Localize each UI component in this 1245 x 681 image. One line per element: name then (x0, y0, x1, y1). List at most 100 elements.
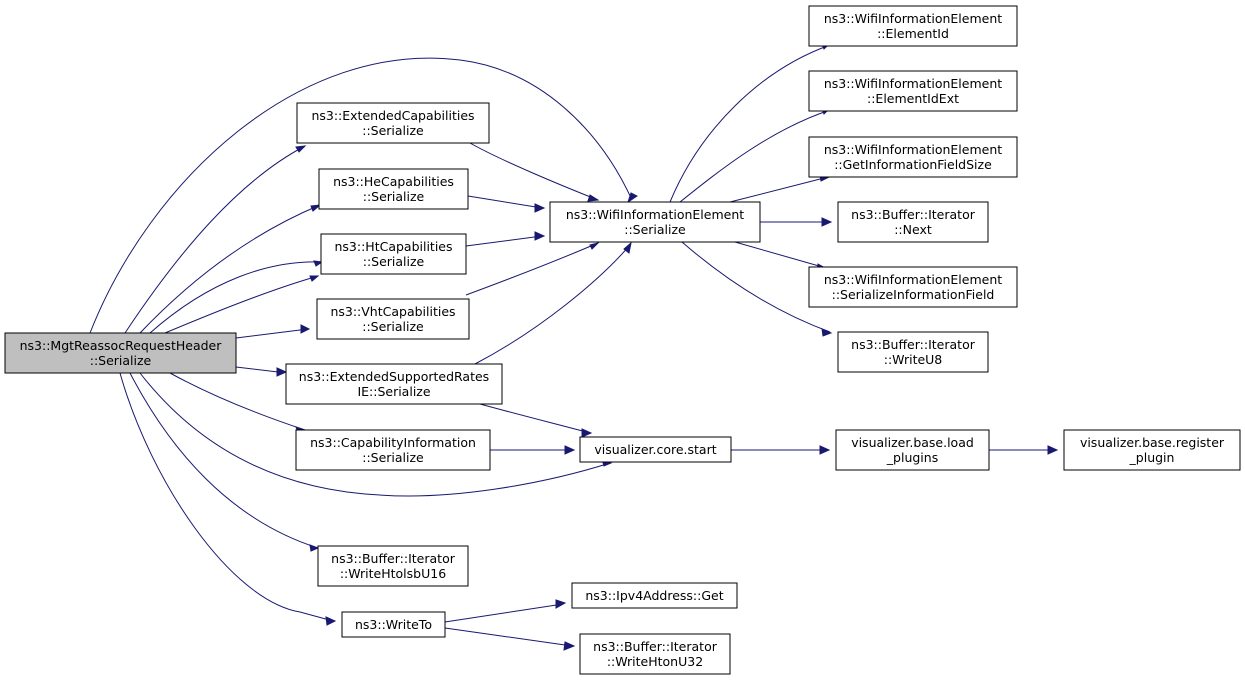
node-writehton[interactable]: ns3::Buffer::Iterator::WriteHtonU32 (579, 633, 731, 675)
node-box[interactable] (295, 429, 491, 471)
node-label: ns3::HeCapabilities (333, 174, 454, 189)
node-label: visualizer.core.start (594, 442, 716, 457)
edge-arrowhead (310, 204, 322, 212)
node-label: visualizer.base.load (851, 435, 974, 450)
node-label: ::WriteHtolsbU16 (340, 566, 446, 581)
node-box[interactable] (296, 102, 490, 144)
node-label: ::WriteHtonU32 (607, 654, 703, 669)
node-box[interactable] (571, 582, 738, 609)
node-hecap[interactable]: ns3::HeCapabilities::Serialize (318, 168, 469, 210)
node-bufnext[interactable]: ns3::Buffer::Iterator::Next (837, 201, 989, 243)
edge-line (149, 261, 323, 334)
node-label: _plugin (1129, 450, 1175, 465)
node-box[interactable] (837, 201, 989, 243)
edge-arrowhead (325, 616, 337, 626)
edge-arrowhead (295, 145, 307, 153)
node-label: ::Serialize (363, 189, 425, 204)
node-label: ::Serialize (90, 353, 152, 368)
node-label: ns3::WifiInformationElement (566, 207, 744, 222)
node-box[interactable] (4, 332, 237, 374)
node-box[interactable] (549, 201, 761, 243)
node-label: _plugins (886, 450, 938, 465)
node-getinfo[interactable]: ns3::WifiInformationElement::GetInformat… (808, 136, 1018, 178)
node-label: ns3::ExtendedCapabilities (311, 108, 474, 123)
edge-line (681, 241, 831, 333)
edge-arrowhead (589, 242, 600, 250)
node-writeu8[interactable]: ns3::Buffer::Iterator::WriteU8 (837, 331, 989, 373)
node-vhtcap[interactable]: ns3::VhtCapabilities::Serialize (316, 298, 470, 340)
node-label: ::Next (894, 222, 932, 237)
edge-arrowhead (587, 194, 600, 202)
edge-arrowhead (276, 367, 288, 377)
node-box[interactable] (1063, 429, 1241, 471)
node-capinfo[interactable]: ns3::CapabilityInformation::Serialize (295, 429, 491, 471)
node-box[interactable] (835, 429, 990, 471)
node-htcap[interactable]: ns3::HtCapabilities::Serialize (320, 233, 467, 275)
node-label: ns3::Buffer::Iterator (331, 551, 456, 566)
node-label: ns3::HtCapabilities (334, 239, 452, 254)
node-box[interactable] (320, 233, 467, 275)
edge-line (169, 372, 306, 431)
node-box[interactable] (579, 633, 731, 675)
node-label: ns3::Buffer::Iterator (593, 639, 718, 654)
edge-line (474, 244, 631, 365)
edge-arrowhead (581, 428, 593, 438)
node-box[interactable] (341, 611, 446, 638)
edge-line (679, 109, 831, 203)
node-elemidext[interactable]: ns3::WifiInformationElement::ElementIdEx… (808, 70, 1018, 112)
node-label: ns3::WifiInformationElement (824, 272, 1002, 287)
node-label: ns3::WifiInformationElement (824, 142, 1002, 157)
edge-arrowhead (300, 324, 311, 334)
edge-arrowhead (821, 328, 833, 337)
node-label: ::Serialize (363, 254, 425, 269)
edge-line (479, 403, 591, 434)
node-root[interactable]: ns3::MgtReassocRequestHeader::Serialize (4, 332, 237, 374)
node-box[interactable] (318, 168, 469, 210)
node-label: ns3::MgtReassocRequestHeader (20, 338, 223, 353)
node-loadplugins[interactable]: visualizer.base.load_plugins (835, 429, 990, 471)
edge-line (164, 275, 319, 334)
node-label: ::SerializeInformationField (832, 287, 995, 302)
edge-line (465, 242, 599, 296)
edge-line (139, 204, 321, 334)
edge-line (444, 603, 564, 623)
edge-line (669, 44, 831, 203)
node-label: IE::Serialize (357, 384, 430, 399)
node-box[interactable] (837, 331, 989, 373)
edges (89, 41, 1059, 651)
node-box[interactable] (317, 545, 469, 587)
node-label: ::WriteU8 (884, 352, 943, 367)
edge-line (119, 372, 334, 622)
node-box[interactable] (808, 70, 1018, 112)
node-label: ::ElementIdExt (867, 91, 959, 106)
node-regplugin[interactable]: visualizer.base.register_plugin (1063, 429, 1241, 471)
node-writehtolsb[interactable]: ns3::Buffer::Iterator::WriteHtolsbU16 (317, 545, 469, 587)
node-ipv4get[interactable]: ns3::Ipv4Address::Get (571, 582, 738, 609)
node-wifiser[interactable]: ns3::WifiInformationElement::Serialize (549, 201, 761, 243)
edge-arrowhead (534, 231, 546, 241)
node-label: ::Serialize (362, 319, 424, 334)
node-box[interactable] (316, 298, 470, 340)
node-writeto[interactable]: ns3::WriteTo (341, 611, 446, 638)
edge-line (235, 366, 279, 373)
node-label: visualizer.base.register (1080, 435, 1225, 450)
node-box[interactable] (808, 136, 1018, 178)
node-box[interactable] (579, 436, 732, 463)
node-label: ::Serialize (362, 123, 424, 138)
node-extcap[interactable]: ns3::ExtendedCapabilities::Serialize (296, 102, 490, 144)
node-box[interactable] (808, 266, 1018, 308)
node-label: ::ElementId (877, 26, 949, 41)
edge-line (139, 372, 611, 497)
edge-line (235, 328, 309, 339)
node-box[interactable] (808, 5, 1018, 47)
node-elemid[interactable]: ns3::WifiInformationElement::ElementId (808, 5, 1018, 47)
edge-arrowhead (309, 275, 320, 282)
edge-line (124, 145, 306, 334)
node-box[interactable] (285, 363, 503, 405)
edge-line (729, 176, 829, 203)
edge-line (444, 627, 573, 647)
node-vizstart[interactable]: visualizer.core.start (579, 436, 732, 463)
node-serinfo[interactable]: ns3::WifiInformationElement::SerializeIn… (808, 266, 1018, 308)
